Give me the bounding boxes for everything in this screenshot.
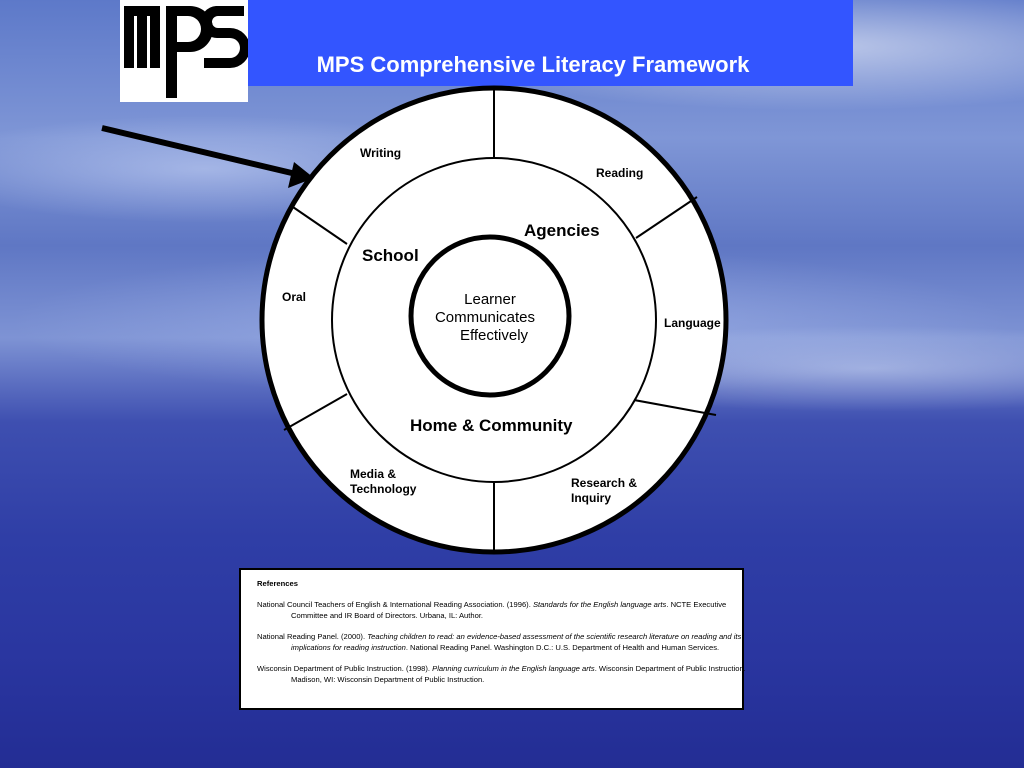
label-research-line-2: Inquiry [571,491,611,505]
page-title: MPS Comprehensive Literacy Framework [316,52,750,77]
reference-2-authors: National Reading Panel. (2000). [257,632,368,641]
title-bar: MPS Comprehensive Literacy Framework [248,0,853,86]
label-writing: Writing [360,146,401,160]
reference-3-authors: Wisconsin Department of Public Instructi… [257,664,433,673]
reference-entry-1: National Council Teachers of English & I… [257,599,765,621]
reference-2-title: Teaching children to read: an evidence-b… [291,632,742,652]
reference-3-publisher: . Wisconsin Department of Public Instruc… [291,664,746,684]
label-school: School [362,246,419,265]
mps-logo-mark [124,6,250,98]
center-line-2: Communicates [435,309,535,326]
label-agencies: Agencies [524,221,600,240]
label-home-community: Home & Community [410,416,573,435]
reference-entry-3: Wisconsin Department of Public Instructi… [257,663,765,685]
mps-logo [120,0,250,102]
ring-dividers [283,90,717,550]
label-reading: Reading [596,166,643,180]
reference-entry-2: National Reading Panel. (2000). Teaching… [257,631,765,653]
inner-circle [408,234,572,398]
label-media-line-1: Media & [350,467,396,481]
reference-1-authors: National Council Teachers of English & I… [257,600,533,609]
label-oral: Oral [282,290,306,304]
reference-1-publisher: . NCTE Executive Committee and IR Board … [291,600,727,620]
center-line-1: Learner [464,291,516,308]
references-box: References National Council Teachers of … [239,568,746,710]
label-media-line-2: Technology [350,482,417,496]
reference-1-title: Standards for the English language arts [532,600,667,609]
label-language: Language [664,316,721,330]
center-line-3: Effectively [460,327,529,344]
reference-2-publisher: . National Reading Panel. Washington D.C… [405,643,720,652]
reference-3-title: Planning curriculum in the English langu… [432,664,595,673]
label-research-line-1: Research & [571,476,637,490]
pointer-arrow-icon [101,125,314,188]
references-heading: References [257,579,298,588]
